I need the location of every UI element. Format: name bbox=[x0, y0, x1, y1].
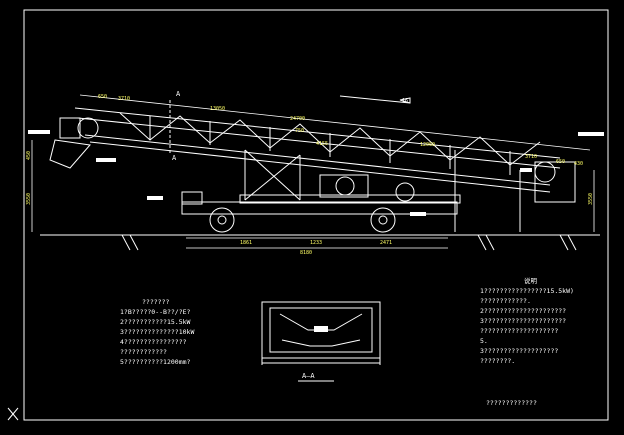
mid-dimension-labels: 750 4155 bbox=[295, 128, 328, 147]
section-mark-left: A bbox=[172, 154, 177, 162]
notes-left-title: ??????? bbox=[142, 298, 170, 306]
notes-right-line-1: ????????????. bbox=[480, 297, 531, 305]
label-box-4 bbox=[578, 132, 604, 136]
dim-top-2: 13050 bbox=[210, 106, 225, 112]
ground-hatches bbox=[121, 234, 577, 251]
dim-right-0: 3550 bbox=[588, 193, 594, 205]
slope-label: 16 bbox=[402, 98, 408, 104]
notes-right-line-7: ????????. bbox=[480, 357, 516, 365]
notes-left-line-2: 3??????????????10kW bbox=[120, 328, 195, 336]
dim-top-1: 3710 bbox=[118, 96, 130, 102]
wheel-front-hub bbox=[217, 215, 227, 225]
label-box-2 bbox=[96, 158, 116, 162]
wheel-rear-hub bbox=[378, 215, 388, 225]
notes-right-line-6: 3??????????????????? bbox=[480, 347, 559, 355]
notes-right-line-3: 3????????????????????? bbox=[480, 317, 567, 325]
label-box-5 bbox=[520, 168, 532, 172]
notes-left: ??????? 1?B?????0--B??/?E? 2???????????1… bbox=[120, 297, 230, 367]
dim-top-3: 24700 bbox=[290, 116, 305, 122]
label-box-3 bbox=[147, 196, 163, 200]
notes-left-line-3: 4???????????????? bbox=[120, 338, 187, 346]
dim-top-7: 430 bbox=[574, 161, 583, 167]
notes-right-title: 说明 bbox=[524, 277, 537, 285]
section-mark-top: A bbox=[176, 90, 181, 98]
label-box-1 bbox=[28, 130, 50, 134]
section-roller-mark bbox=[314, 326, 328, 332]
notes-right-line-5: 5. bbox=[480, 337, 488, 345]
dim-top-4: 12060 bbox=[420, 142, 435, 148]
dim-left-0: 450 bbox=[26, 151, 32, 160]
notes-left-line-1: 2???????????15.5kW bbox=[120, 318, 191, 326]
notes-right-footer: ????????????? bbox=[486, 399, 537, 407]
section-a-a-view bbox=[261, 301, 381, 365]
top-dimension-labels: 650 3710 13050 24700 12060 3710 650 430 bbox=[98, 94, 583, 167]
notes-left-line-0: 1?B?????0--B??/?E? bbox=[120, 308, 191, 316]
dim-top-6: 650 bbox=[556, 159, 565, 165]
wheel-rear bbox=[370, 207, 396, 233]
support-structure bbox=[181, 149, 521, 232]
dim-top-0: 650 bbox=[98, 94, 107, 100]
tension-pulley bbox=[395, 182, 415, 202]
notes-right-line-4: ???????????????????? bbox=[480, 327, 559, 335]
drawing-border bbox=[23, 9, 609, 421]
top-dimension-line bbox=[79, 94, 591, 151]
slope-line bbox=[339, 95, 411, 104]
dim-mid-0: 750 bbox=[295, 128, 304, 134]
wheel-front bbox=[209, 207, 235, 233]
ucs-icon bbox=[7, 407, 19, 421]
notes-right: 说明 1????????????????15.5kW) ????????????… bbox=[480, 276, 605, 366]
notes-left-line-4: ???????????? bbox=[120, 348, 167, 356]
feed-chute bbox=[49, 139, 91, 169]
motor-box bbox=[181, 191, 203, 205]
truss-verticals bbox=[149, 116, 511, 175]
tail-hopper bbox=[59, 117, 81, 139]
dim-bottom-1: 1233 bbox=[310, 240, 322, 246]
bottom-dimension-labels: 1861 1233 2471 8180 bbox=[240, 240, 392, 256]
dim-mid-1: 4155 bbox=[316, 141, 328, 147]
dim-bottom-0: 1861 bbox=[240, 240, 252, 246]
drive-pulley bbox=[335, 176, 355, 196]
dim-top-5: 3710 bbox=[525, 154, 537, 160]
notes-right-line-2: 2????????????????????? bbox=[480, 307, 567, 315]
slope-triangle bbox=[399, 97, 411, 104]
notes-right-line-0: 1????????????????15.5kW) bbox=[480, 287, 574, 295]
section-title: A—A bbox=[302, 372, 315, 380]
dim-bottom-2: 2471 bbox=[380, 240, 392, 246]
notes-left-line-5: 5??????????1200mm? bbox=[120, 358, 191, 366]
discharge-housing bbox=[534, 161, 576, 203]
head-drum bbox=[534, 161, 556, 183]
tail-drum bbox=[77, 117, 99, 139]
drive-unit bbox=[319, 174, 369, 198]
dim-left-1: 3550 bbox=[26, 193, 32, 205]
dim-bottom-total: 8180 bbox=[300, 250, 312, 256]
